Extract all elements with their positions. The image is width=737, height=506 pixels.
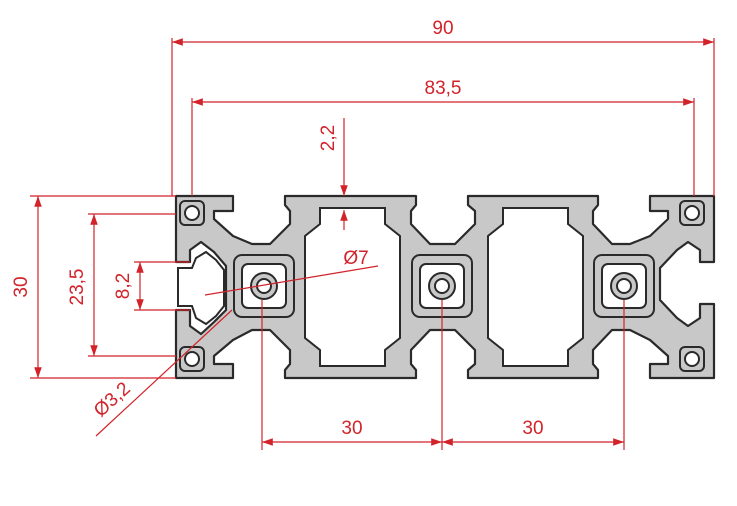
dimension-center-hole: Ø7 [204, 248, 379, 296]
dim-label-pitch-right: 30 [522, 418, 543, 439]
dimension-overall-width: 90 [171, 18, 715, 196]
dim-label-center-hole: Ø7 [343, 248, 368, 269]
dimension-wall-thickness: 2,2 [318, 118, 348, 230]
core-channel-1 [233, 254, 295, 318]
dimension-height: 30 [11, 195, 176, 379]
dim-label-pitch-left: 30 [341, 418, 362, 439]
corner-bore-bl [179, 346, 205, 372]
dim-label-slot-width: 8,2 [113, 273, 134, 299]
dim-label-slot-span: 83,5 [425, 78, 462, 99]
dimension-inner-height: 23,5 [67, 213, 176, 357]
corner-bore-tl [179, 200, 205, 226]
cavity-left [304, 207, 401, 367]
cavity-right [487, 207, 584, 367]
corner-bore-tr [679, 200, 705, 226]
dim-label-inner-height: 23,5 [67, 269, 88, 306]
core-channel-3 [593, 254, 655, 318]
dimension-slot-width: 8,2 [113, 261, 190, 311]
dim-label-wall-thickness: 2,2 [318, 125, 339, 151]
corner-bore-br [679, 346, 705, 372]
profile-section [174, 194, 716, 380]
left-slot-gap [177, 250, 225, 326]
dimension-slot-span: 83,5 [191, 78, 695, 196]
dim-label-corner-hole: Ø3,2 [90, 378, 135, 421]
core-channel-2 [411, 254, 473, 318]
dim-label-overall-width: 90 [432, 18, 453, 39]
dimension-pitch: 30 30 [261, 300, 625, 450]
dim-label-height: 30 [11, 276, 32, 297]
